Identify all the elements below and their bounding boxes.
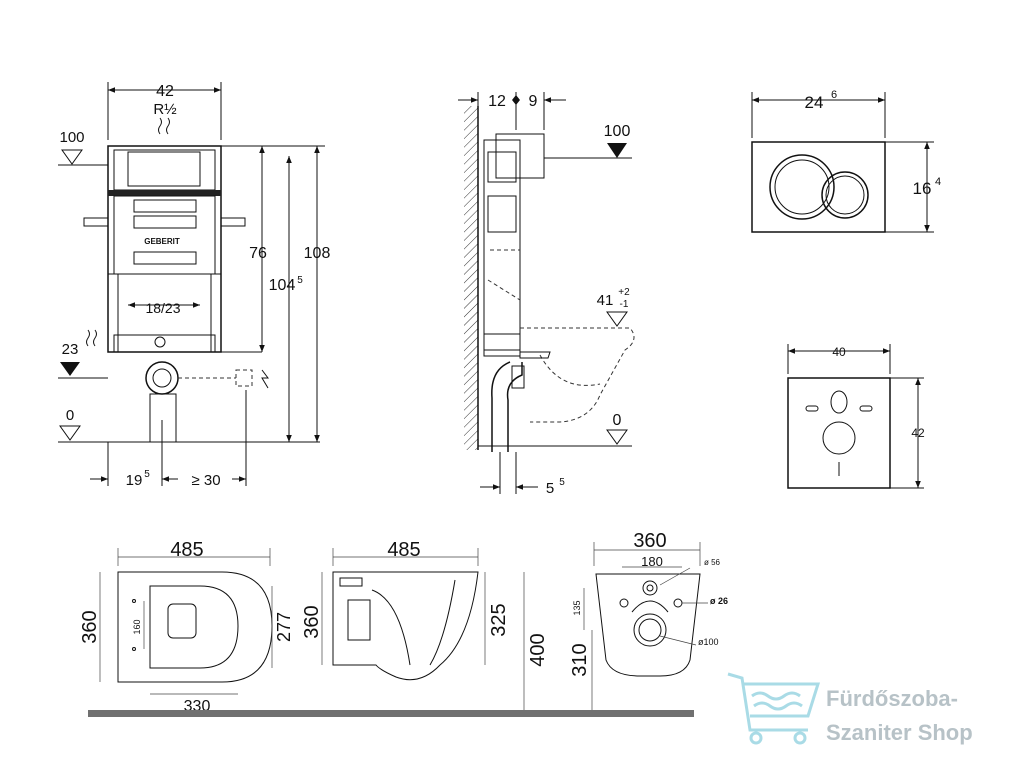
bowl-top-view: 485 160 360 277 330 — [79, 539, 294, 715]
level-100-front: 100 — [59, 129, 84, 146]
level-marker-icon — [59, 425, 81, 441]
dim-height-108: 108 — [304, 245, 331, 262]
dim-height-104: 104 — [269, 277, 296, 294]
bowl-side-width: 360 — [301, 605, 323, 638]
level-marker-filled-icon — [60, 362, 80, 376]
plate-width-sup: 6 — [831, 89, 837, 101]
bowl-side-height-325: 325 — [488, 603, 510, 636]
bowl-back-height-310: 310 — [569, 643, 591, 676]
side-view: 12 9 100 41 +2 -1 0 5 5 — [458, 92, 635, 497]
dim-offset-5: 5 — [546, 480, 554, 497]
level-23-front: 23 — [62, 341, 79, 358]
bowl-back-height-135: 135 — [572, 600, 582, 615]
plate-height: 16 — [913, 179, 932, 198]
shop-cart-icon — [727, 672, 821, 745]
frame-body — [107, 145, 222, 353]
level-marker-icon — [606, 429, 628, 445]
tol-plus: +2 — [618, 287, 630, 298]
level-0-side: 0 — [613, 412, 622, 429]
level-0-front: 0 — [66, 407, 74, 424]
level-marker-icon — [606, 311, 628, 327]
wall-plate-height: 42 — [911, 426, 925, 440]
plate-width: 24 — [805, 93, 824, 112]
dim-height-104-sup: 5 — [297, 275, 303, 286]
bowl-side-length: 485 — [387, 539, 420, 561]
bowl-back-outline — [595, 573, 701, 677]
dim-offset-19-sup: 5 — [144, 469, 150, 480]
dim-offset-19: 19 — [126, 472, 143, 489]
bowl-back-dia-56: ø 56 — [704, 558, 721, 567]
watermark-line2: Szaniter Shop — [826, 720, 973, 745]
water-inlet-icon — [86, 329, 97, 347]
watermark-line1: Fürdőszoba- — [826, 686, 958, 711]
wall-plate-outline — [787, 377, 891, 489]
power-icon — [261, 369, 269, 389]
bowl-side-height-400: 400 — [527, 633, 549, 666]
dim-offset-5-sup: 5 — [559, 477, 565, 488]
bowl-top-length: 485 — [170, 539, 203, 561]
tol-minus: -1 — [620, 299, 629, 310]
bowl-side-outline — [332, 571, 479, 681]
dim-depth-12: 12 — [488, 93, 506, 110]
bowl-top-width: 360 — [79, 610, 101, 643]
watermark: Fürdőszoba- Szaniter Shop — [727, 672, 973, 745]
dim-drain-spacing: 18/23 — [145, 300, 180, 316]
water-inlet-icon — [158, 117, 170, 135]
floor-line — [88, 710, 694, 717]
dim-offset-30: ≥ 30 — [191, 472, 220, 489]
dim-connection: R½ — [153, 101, 177, 118]
front-view: 42 R½ 100 GEBERIT 18/23 23 — [58, 82, 330, 489]
level-100-side: 100 — [604, 123, 631, 140]
level-marker-filled-icon — [607, 143, 627, 158]
wall-plate-width: 40 — [832, 345, 846, 359]
wall-plate: 40 42 — [787, 344, 925, 489]
dim-depth-9: 9 — [529, 93, 538, 110]
bowl-side-view: 485 360 325 400 — [301, 539, 549, 710]
bowl-back-dia-100: ø100 — [698, 637, 719, 647]
level-41-side: 41 — [597, 292, 614, 309]
level-marker-icon — [61, 149, 83, 165]
bowl-top-inner-width: 277 — [274, 612, 294, 642]
flush-plate-outline — [751, 141, 886, 233]
bowl-hole-spacing: 160 — [132, 619, 142, 634]
dim-height-76: 76 — [249, 245, 267, 262]
bowl-back-spacing-180: 180 — [641, 554, 663, 569]
bowl-back-width: 360 — [633, 530, 666, 552]
dim-width-top: 42 — [156, 83, 174, 100]
bowl-back-view: 360 180 ø 56 ø 26 ø100 135 310 — [569, 530, 728, 710]
plate-height-sup: 4 — [935, 176, 941, 188]
bowl-back-dia-26: ø 26 — [710, 596, 728, 606]
flush-plate: 24 6 16 4 — [751, 89, 941, 233]
brand-label: GEBERIT — [144, 237, 180, 246]
